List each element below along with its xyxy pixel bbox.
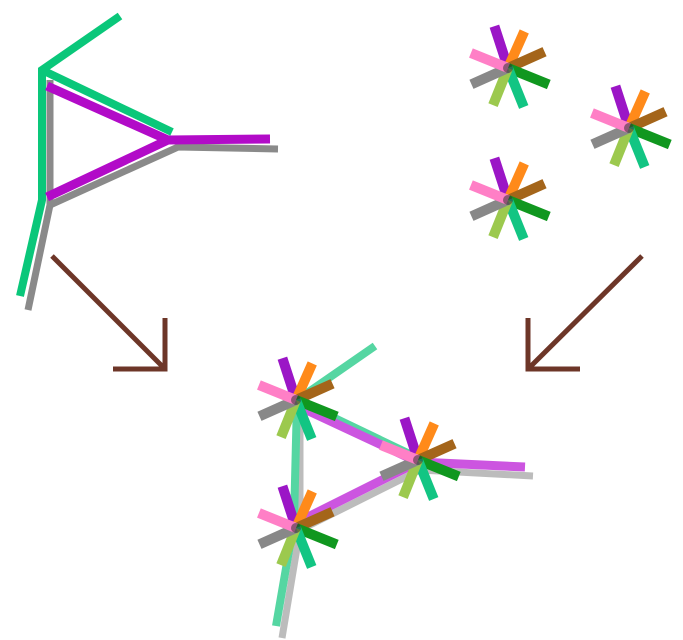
triangle-framework	[16, 12, 279, 311]
star-center	[503, 195, 513, 205]
green-edge-top	[40, 66, 174, 136]
star-ray	[627, 123, 672, 150]
combined-structure	[257, 342, 534, 639]
star-ray	[379, 440, 420, 465]
arrow-left-shaft	[50, 254, 167, 371]
star-ray	[506, 195, 551, 222]
green-edge-left	[16, 12, 123, 297]
star-ray	[590, 108, 631, 133]
star-node	[379, 416, 461, 501]
star-center	[624, 123, 634, 133]
star-ray	[294, 523, 339, 550]
star-ray	[257, 508, 298, 533]
star-ray	[257, 380, 298, 405]
star-ray	[506, 63, 551, 90]
gray-edge-bottom	[48, 143, 279, 209]
star-ray	[416, 455, 461, 482]
star-center	[291, 523, 301, 533]
star-ray	[294, 395, 339, 422]
star-center	[503, 63, 513, 73]
star-center	[291, 395, 301, 405]
star-ray	[469, 48, 510, 73]
star-node	[469, 156, 551, 241]
star-node	[257, 356, 339, 441]
star-nodes-group	[469, 24, 672, 241]
green-edge-left	[272, 342, 378, 627]
star-center	[413, 455, 423, 465]
arrows-group	[50, 254, 644, 372]
arrow-right-shaft	[526, 254, 644, 371]
arrow-left-head	[113, 318, 168, 372]
star-ray	[469, 180, 510, 205]
star-node	[590, 84, 672, 169]
star-node	[469, 24, 551, 109]
star-node	[257, 484, 339, 569]
magenta-tail	[167, 134, 271, 145]
arrow-right-head	[525, 318, 580, 372]
